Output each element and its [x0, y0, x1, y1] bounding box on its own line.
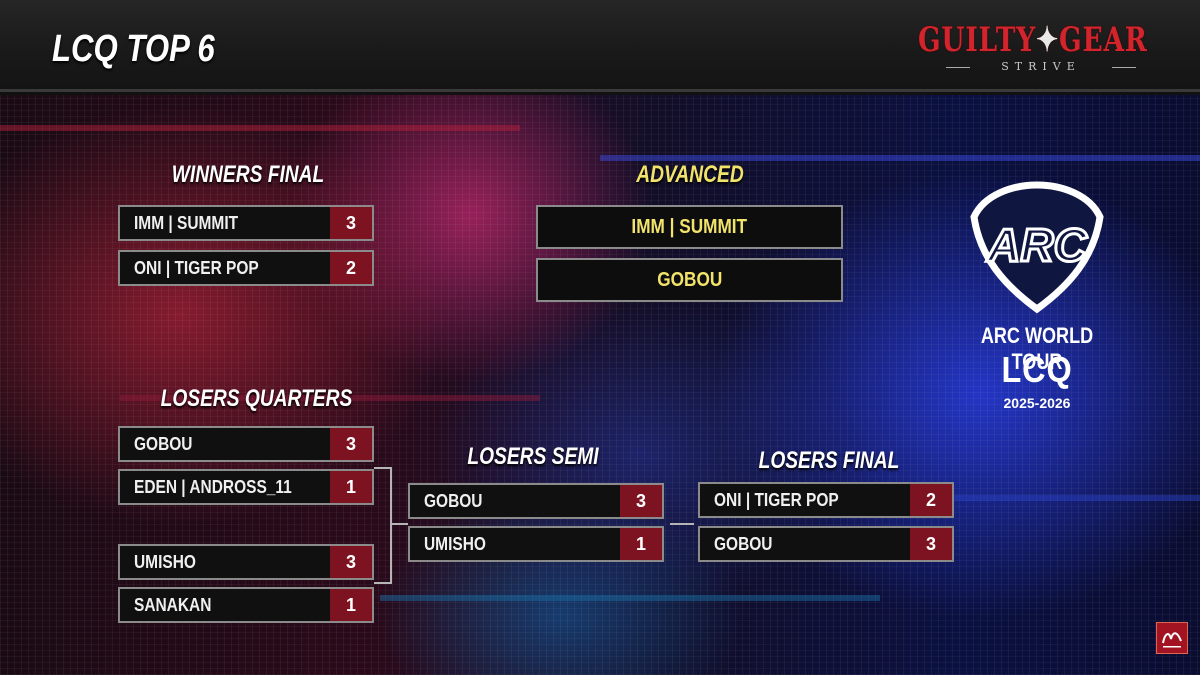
page-title: LCQ TOP 6: [52, 28, 215, 70]
player-score: 3: [330, 428, 372, 460]
player-score: 1: [330, 471, 372, 503]
bracket-connector: [670, 523, 694, 525]
player-name: SANAKAN: [134, 594, 212, 615]
arc-shield-mark: ARC: [986, 219, 1087, 271]
player-name: GOBOU: [424, 490, 483, 511]
winners-final-header: WINNERS FINAL: [171, 161, 325, 188]
player-name: GOBOU: [657, 268, 722, 291]
event-years: 2025-2026: [1003, 395, 1071, 411]
player-score: 3: [910, 528, 952, 560]
player-score: 1: [620, 528, 662, 560]
losers-final-header: LOSERS FINAL: [758, 447, 900, 474]
player-score: 2: [330, 252, 372, 284]
player-score: 3: [330, 207, 372, 239]
losers-quarters-slot-4: SANAKAN 1: [118, 587, 374, 623]
bg-streak: [0, 125, 520, 131]
losers-quarters-slot-2: EDEN | ANDROSS_11 1: [118, 469, 374, 505]
bracket-connector: [390, 523, 408, 525]
player-score: 3: [330, 546, 372, 578]
losers-quarters-slot-3: UMISHO 3: [118, 544, 374, 580]
player-name: GOBOU: [714, 533, 773, 554]
bracket-stage: WINNERS FINAL IMM | SUMMIT 3 ONI | TIGER…: [0, 95, 1200, 675]
player-score: 2: [910, 484, 952, 516]
guilty-gear-logo: GUILTY✦GEAR STRIVE: [918, 20, 1163, 78]
arc-system-works-icon: [1156, 622, 1188, 654]
bg-streak: [380, 595, 880, 601]
player-name: GOBOU: [134, 433, 193, 454]
player-name: EDEN | ANDROSS_11: [134, 476, 292, 497]
player-score: 1: [330, 589, 372, 621]
player-name: UMISHO: [134, 551, 196, 572]
losers-semi-slot-1: GOBOU 3: [408, 483, 664, 519]
bracket-connector: [390, 467, 392, 584]
bg-streak: [120, 395, 540, 401]
player-name: ONI | TIGER POP: [134, 257, 259, 278]
logo-sword-icon: ✦: [1036, 20, 1060, 60]
winners-final-slot-2: ONI | TIGER POP 2: [118, 250, 374, 286]
arc-shield-icon: ARC: [970, 181, 1104, 314]
player-score: 3: [620, 485, 662, 517]
losers-quarters-header: LOSERS QUARTERS: [160, 385, 353, 412]
losers-final-slot-1: ONI | TIGER POP 2: [698, 482, 954, 518]
losers-final-slot-2: GOBOU 3: [698, 526, 954, 562]
losers-semi-slot-2: UMISHO 1: [408, 526, 664, 562]
logo-word-left: GUILTY: [918, 20, 1037, 60]
event-stage: LCQ: [1001, 349, 1073, 390]
player-name: IMM | SUMMIT: [134, 212, 239, 233]
player-name: IMM | SUMMIT: [631, 215, 748, 238]
advanced-header: ADVANCED: [636, 161, 744, 188]
bracket-connector: [374, 467, 392, 469]
advanced-slot-1: IMM | SUMMIT: [536, 205, 843, 249]
event-name: ARC WORLD TOUR: [980, 323, 1094, 374]
arc-world-tour-logo: ARC ARC WORLD TOUR LCQ 2025-2026: [962, 177, 1112, 507]
bracket-connector: [374, 582, 392, 584]
logo-word-right: GEAR: [1059, 20, 1148, 60]
winners-final-slot-1: IMM | SUMMIT 3: [118, 205, 374, 241]
player-name: ONI | TIGER POP: [714, 489, 839, 510]
logo-subtitle: STRIVE: [946, 60, 1136, 73]
losers-semi-header: LOSERS SEMI: [467, 443, 599, 470]
bg-streak: [600, 155, 1200, 161]
losers-quarters-slot-1: GOBOU 3: [118, 426, 374, 462]
player-name: UMISHO: [424, 533, 486, 554]
top-bar: LCQ TOP 6 GUILTY✦GEAR STRIVE: [0, 0, 1200, 92]
advanced-slot-2: GOBOU: [536, 258, 843, 302]
